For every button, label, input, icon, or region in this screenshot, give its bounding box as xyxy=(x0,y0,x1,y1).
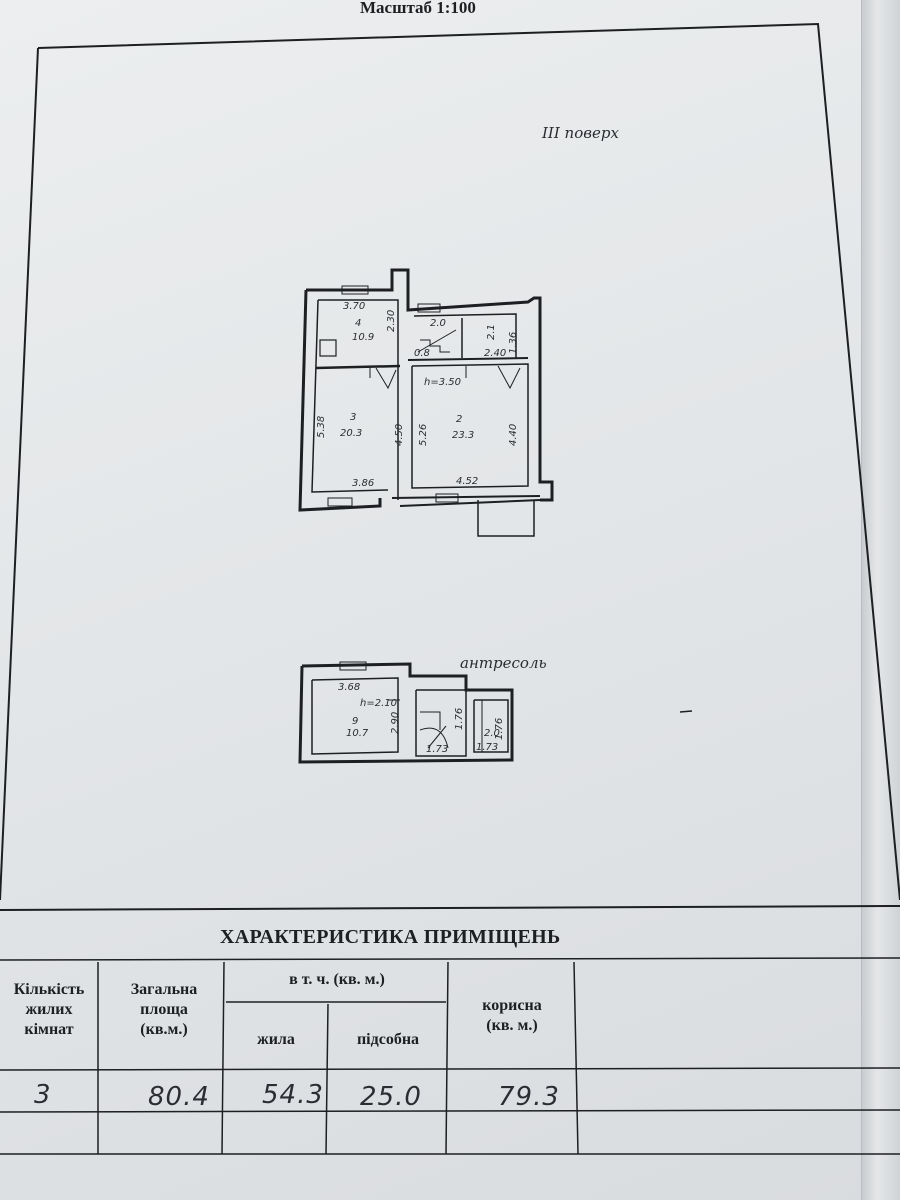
dimension-label: 1.73 xyxy=(426,744,448,755)
dimension-label: 2.0 xyxy=(430,318,446,329)
scale-label: Масштаб 1:100 xyxy=(360,0,476,17)
dimension-label: 3.86 xyxy=(352,478,374,489)
dimension-label: 2.1 xyxy=(486,324,497,340)
sheet-edge xyxy=(861,0,900,1200)
room-area: 10.9 xyxy=(352,332,374,343)
dimension-label: 2.30 xyxy=(386,310,397,332)
value-rooms-count: 3 xyxy=(34,1080,52,1110)
dimension-label: 3.70 xyxy=(343,301,365,312)
floor-plan-drawing: III поверх h=3.50 xyxy=(0,22,900,900)
header-including: в т. ч. (кв. м.) xyxy=(289,971,385,988)
main-plan-labels: h=3.50 4 10.9 3 20.3 2 23.3 3.70 2.30 2.… xyxy=(316,301,519,489)
dimension-label: 2.40 xyxy=(484,348,506,359)
room-number: 4 xyxy=(355,318,361,329)
dimension-label: 1.76 xyxy=(454,708,465,730)
dimension-label: 2.0 xyxy=(484,728,500,739)
room-number: 2 xyxy=(456,414,462,425)
dimension-label: 5.38 xyxy=(316,416,327,438)
room-area: 20.3 xyxy=(340,428,362,439)
mezzanine-plan xyxy=(298,661,693,764)
ceiling-height: h=3.50 xyxy=(424,377,461,388)
dimension-label: 4.40 xyxy=(508,424,519,446)
header-living: жила xyxy=(257,1031,295,1048)
mezzanine-labels: 3.68 h=2.10 9 10.7 2.90 1.76 2.0 1.73 1.… xyxy=(338,682,505,755)
dimension-label: 3.68 xyxy=(338,682,360,693)
mezzanine-label: антресоль xyxy=(460,654,547,672)
drawing-frame-left xyxy=(0,47,39,900)
room-number: 3 xyxy=(350,412,356,423)
room-area: 23.3 xyxy=(452,430,474,441)
room-number: 9 xyxy=(352,716,358,727)
table-title: ХАРАКТЕРИСТИКА ПРИМІЩЕНЬ xyxy=(220,926,561,948)
dimension-label: 1.73 xyxy=(476,742,498,753)
drawing-frame xyxy=(37,22,900,900)
dimension-label: 5.26 xyxy=(418,424,429,446)
table-grid xyxy=(0,905,900,1155)
dimension-label: 1.36 xyxy=(508,332,519,354)
dimension-label: 0.8 xyxy=(414,348,430,359)
header-rooms-count: Кількість жилих кімнат xyxy=(13,981,85,1038)
value-total-area: 80.4 xyxy=(148,1082,210,1112)
value-living: 54.3 xyxy=(262,1080,324,1110)
value-useful: 79.3 xyxy=(498,1082,560,1112)
dimension-label: 4.50 xyxy=(394,424,405,446)
value-auxiliary: 25.0 xyxy=(360,1082,422,1112)
header-auxiliary: підсобна xyxy=(356,1031,420,1048)
header-useful: корисна (кв. м.) xyxy=(482,997,542,1034)
dimension-label: 1.76 xyxy=(494,718,505,740)
floor-label: III поверх xyxy=(541,124,619,142)
dimension-label: 2.90 xyxy=(390,712,401,734)
dimension-label: 4.52 xyxy=(456,476,478,487)
header-total-area: Загальна площа (кв.м.) xyxy=(130,981,198,1038)
main-plan xyxy=(298,268,554,537)
ceiling-height: h=2.10 xyxy=(360,698,397,709)
room-area: 10.7 xyxy=(346,728,369,739)
